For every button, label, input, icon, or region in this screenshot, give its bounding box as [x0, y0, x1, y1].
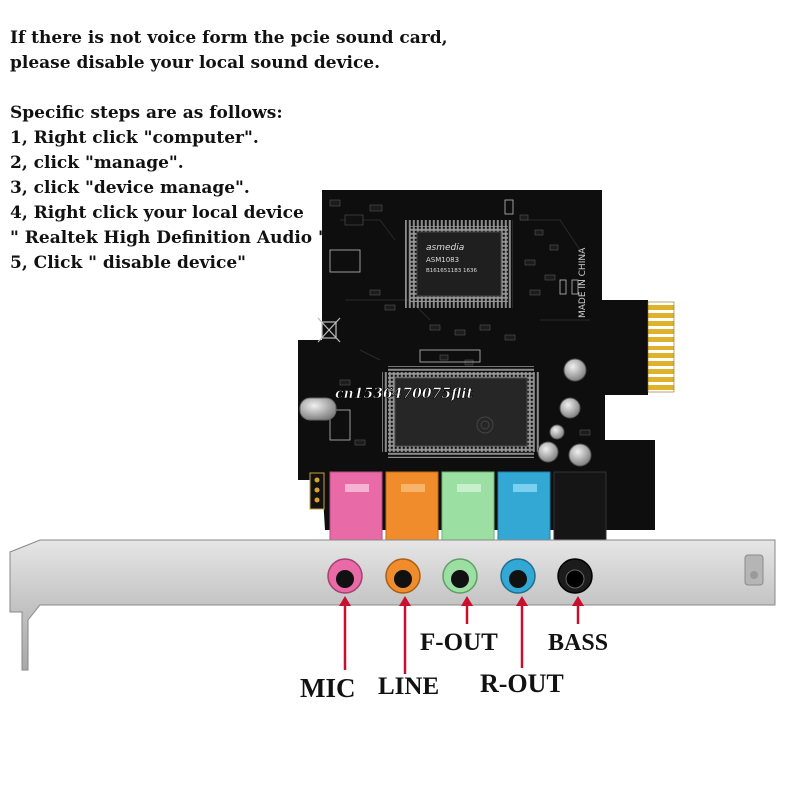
mic-port: [327, 558, 363, 594]
steps-heading: Specific steps are as follows:: [10, 103, 283, 123]
front-out-port: [442, 558, 478, 594]
rear-out-label: R-OUT: [480, 669, 564, 698]
instructions-block: If there is not voice form the pcie soun…: [10, 26, 480, 276]
pcie-gold-fingers: [647, 301, 675, 393]
front-out-label: F-OUT: [420, 629, 498, 656]
watermark: cn1536470075flit: [335, 386, 474, 402]
pin-header: [309, 472, 325, 510]
intro-line-1: If there is not voice form the pcie soun…: [10, 28, 448, 48]
crystal-oscillator: [299, 397, 337, 421]
step-5: 5, Click " disable device": [10, 253, 247, 273]
capacitors: [537, 358, 592, 467]
step-1: 1, Right click "computer".: [10, 128, 259, 148]
line-label: LINE: [378, 673, 439, 700]
bracket-ports: [327, 558, 593, 594]
mic-label: MIC: [300, 673, 356, 703]
step-3: 3, click "device manage".: [10, 178, 250, 198]
jack-housings: [329, 471, 607, 541]
bass-label: BASS: [548, 630, 608, 656]
step-4-device: " Realtek High Definition Audio ": [10, 228, 327, 248]
made-in-label: MADE IN CHINA: [578, 247, 588, 318]
bass-port: [557, 558, 593, 594]
chip-model-label: ASM1083: [426, 256, 459, 264]
step-4: 4, Right click your local device: [10, 203, 304, 223]
audio-chip: [382, 366, 540, 458]
label-arrows: [339, 596, 584, 674]
chip-brand-label: asmedia: [426, 243, 464, 253]
chip-code-label: B161651183 1636: [426, 268, 478, 274]
bridge-chip: asmedia ASM1083 B161651183 1636: [405, 220, 513, 308]
intro-line-2: please disable your local sound device.: [10, 53, 381, 73]
line-port: [385, 558, 421, 594]
step-2: 2, click "manage".: [10, 153, 184, 173]
rear-out-port: [500, 558, 536, 594]
weee-icon: [317, 317, 341, 343]
pci-bracket: [9, 539, 776, 671]
